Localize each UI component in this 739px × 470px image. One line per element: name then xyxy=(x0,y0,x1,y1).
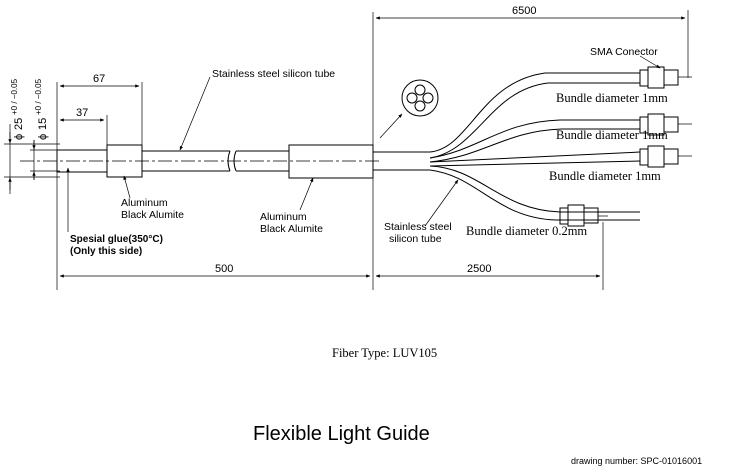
aluminum-2-label: Aluminum xyxy=(260,211,307,223)
drawing-title: Flexible Light Guide xyxy=(253,423,430,445)
dia-25-value: 25 xyxy=(13,118,25,130)
bundle-1-label: Bundle diameter 1mm xyxy=(556,91,668,105)
dimension-2500: 2500 xyxy=(375,222,604,290)
glue-note-label: (Only this side) xyxy=(70,246,142,257)
dimension-37: 37 xyxy=(59,107,108,150)
aluminum-sleeve-2 xyxy=(288,144,374,179)
black-alumite-1-label: Black Alumite xyxy=(121,209,184,221)
dia-15-tolerance: +0 / −0.05 xyxy=(34,78,43,115)
dimension-67: 67 xyxy=(56,73,143,150)
sma-connector-4 xyxy=(559,204,608,227)
black-alumite-2-label: Black Alumite xyxy=(260,223,323,235)
glue-label: Spesial glue(350°C) xyxy=(70,234,163,245)
fiber-type-label: Fiber Type: LUV105 xyxy=(332,346,437,360)
dim-500-label: 500 xyxy=(215,263,233,275)
sma-connector-3 xyxy=(639,145,692,168)
sma-connector-label: SMA Conector xyxy=(590,46,658,58)
steel-tube-bottom-label-2: silicon tube xyxy=(389,233,442,245)
bundle-2-label: Bundle diameter 1mm xyxy=(556,128,668,142)
steel-tube-bottom-label-1: Stainless steel xyxy=(384,221,452,233)
phi-25-symbol: ϕ xyxy=(13,134,25,140)
dia-25-tolerance: +0 / −0.05 xyxy=(10,78,19,115)
aluminum-1-label: Aluminum xyxy=(121,197,168,209)
steel-tube-top-label: Stainless steel silicon tube xyxy=(212,68,335,80)
sma-connector-2 xyxy=(639,113,692,136)
diameter-dimensions: ϕ 25 +0 / −0.05 ϕ 15 +0 / −0.05 xyxy=(4,78,60,194)
fiber-assembly xyxy=(20,66,692,227)
bundle-4-label: Bundle diameter 0.2mm xyxy=(466,224,587,238)
dim-2500-label: 2500 xyxy=(467,263,491,275)
dim-67-label: 67 xyxy=(93,73,105,85)
cross-section-symbol xyxy=(379,79,439,139)
sma-connector-1 xyxy=(639,66,692,89)
bundle-3-label: Bundle diameter 1mm xyxy=(549,169,661,183)
dim-37-label: 37 xyxy=(76,107,88,119)
drawing-number: drawing number: SPC-01016001 xyxy=(571,456,702,466)
phi-15-symbol: ϕ xyxy=(37,134,49,140)
dim-6500-label: 6500 xyxy=(512,5,536,17)
dimension-6500: 6500 xyxy=(372,5,689,145)
dimension-500: 500 xyxy=(56,172,374,290)
dia-15-value: 15 xyxy=(37,118,49,130)
leader-lines xyxy=(66,55,661,232)
